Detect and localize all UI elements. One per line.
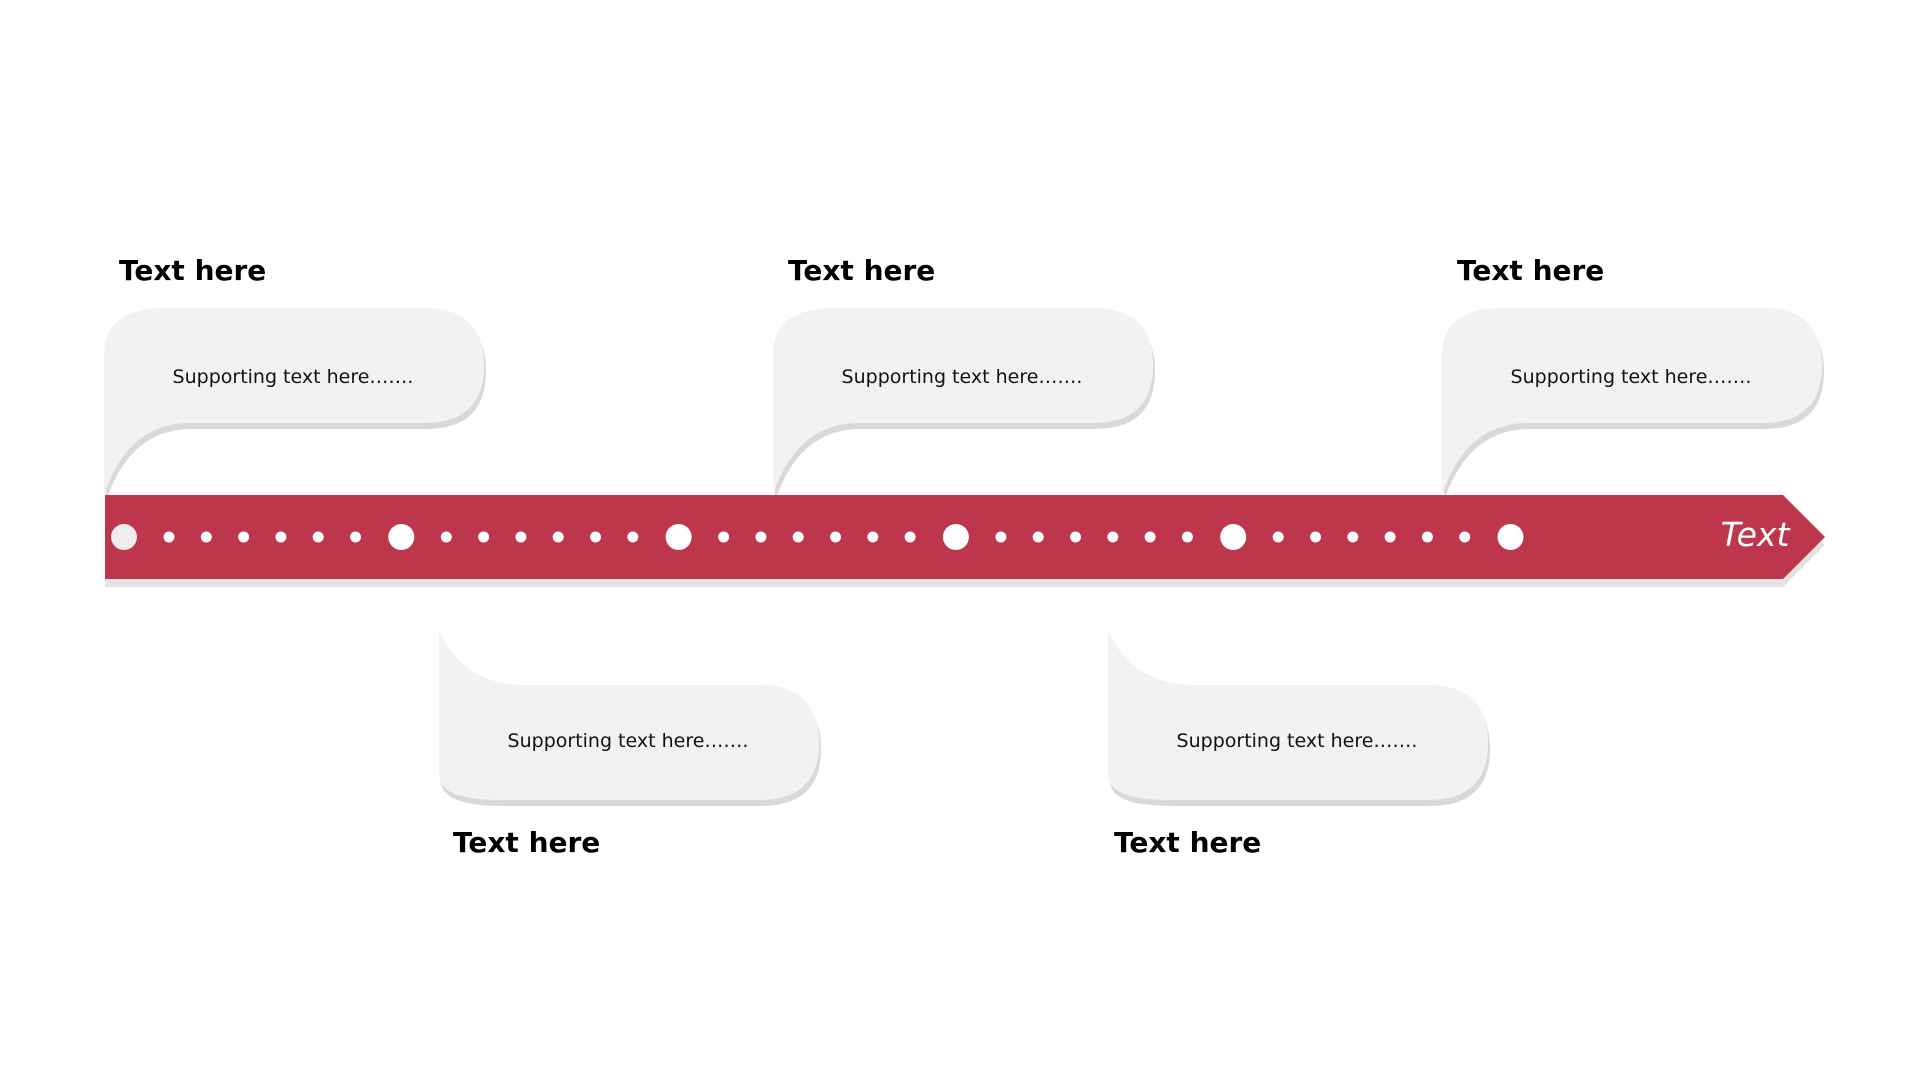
minor-marker-dot xyxy=(718,531,730,543)
milestone-5-heading: Text here xyxy=(1457,254,1605,287)
arrow-label: Text xyxy=(1720,515,1790,554)
milestone-2-heading: Text here xyxy=(453,826,601,859)
minor-marker-dot xyxy=(552,531,564,543)
minor-marker-dot xyxy=(867,531,879,543)
milestone-5-text: Supporting text here……. xyxy=(1510,366,1752,388)
major-marker-dot xyxy=(388,524,415,550)
minor-marker-dot xyxy=(275,531,287,543)
minor-marker-dot xyxy=(200,531,212,543)
milestone-3-text: Supporting text here……. xyxy=(841,366,1083,388)
minor-marker-dot xyxy=(590,531,601,543)
major-marker-dot xyxy=(1497,524,1524,550)
callout-bubble-1 xyxy=(104,308,486,501)
minor-marker-dot xyxy=(238,531,250,543)
minor-marker-dot xyxy=(1181,531,1193,543)
milestone-1-heading: Text here xyxy=(119,254,267,287)
minor-marker-dot xyxy=(1310,531,1321,543)
arrow-shadow xyxy=(105,503,1825,587)
minor-marker-dot xyxy=(755,531,767,543)
minor-marker-dot xyxy=(163,531,175,543)
milestone-4-heading: Text here xyxy=(1114,826,1262,859)
minor-marker-dot xyxy=(1144,531,1156,543)
minor-marker-dot xyxy=(1459,531,1471,543)
major-marker-dot xyxy=(1220,524,1247,550)
minor-marker-dot xyxy=(904,531,916,543)
minor-marker-dot xyxy=(312,531,324,543)
minor-marker-dot xyxy=(792,531,804,543)
minor-marker-dot xyxy=(1347,531,1359,543)
minor-marker-dot xyxy=(1107,531,1119,543)
minor-marker-dot xyxy=(1384,531,1396,543)
milestone-4-text: Supporting text here……. xyxy=(1176,730,1418,752)
callout-bubble-3 xyxy=(773,308,1155,501)
minor-marker-dot xyxy=(1272,531,1284,543)
callout-bubble-4 xyxy=(1108,630,1490,806)
minor-marker-dot xyxy=(1070,531,1081,543)
major-marker-dot xyxy=(942,524,969,550)
callout-bubble-2 xyxy=(439,630,821,806)
minor-marker-dot xyxy=(440,531,452,543)
major-marker-dot xyxy=(665,524,692,550)
milestone-3-heading: Text here xyxy=(788,254,936,287)
minor-marker-dot xyxy=(478,531,490,543)
minor-marker-dot xyxy=(1032,531,1044,543)
minor-marker-dot xyxy=(627,531,639,543)
milestone-1-text: Supporting text here……. xyxy=(172,366,414,388)
callout-bubble-5 xyxy=(1442,308,1824,501)
timeline-dots xyxy=(111,524,1524,550)
minor-marker-dot xyxy=(995,531,1007,543)
milestone-2-text: Supporting text here……. xyxy=(507,730,749,752)
minor-marker-dot xyxy=(515,531,527,543)
major-marker-dot xyxy=(111,524,137,550)
minor-marker-dot xyxy=(350,531,361,543)
minor-marker-dot xyxy=(1421,531,1433,543)
minor-marker-dot xyxy=(830,531,841,543)
